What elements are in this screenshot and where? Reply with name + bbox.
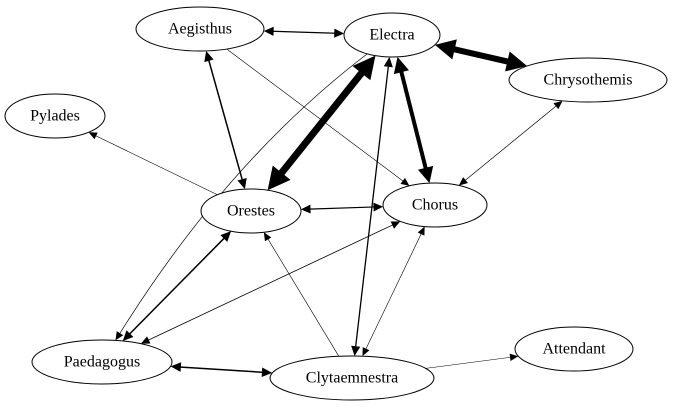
- edge-chorus-paedagogus: [140, 221, 401, 344]
- node-chorus[interactable]: Chorus: [382, 182, 488, 228]
- edge-chorus-clytaemnestra: [362, 226, 425, 357]
- edge-orestes-chorus: [300, 202, 384, 214]
- node-chrysothemis[interactable]: Chrysothemis: [508, 57, 668, 103]
- node-clytaemnestra[interactable]: Clytaemnestra: [269, 355, 435, 401]
- node-label-chrysothemis: Chrysothemis: [544, 72, 633, 89]
- node-label-paedagogus: Paedagogus: [64, 354, 140, 371]
- edge-chrysothemis-chorus: [458, 100, 563, 186]
- node-orestes[interactable]: Orestes: [200, 188, 302, 234]
- node-label-chorus: Chorus: [412, 197, 458, 214]
- node-label-electra: Electra: [369, 27, 414, 44]
- edge-electra-chrysothemis: [434, 39, 528, 72]
- node-label-clytaemnestra: Clytaemnestra: [306, 370, 398, 387]
- node-attendant[interactable]: Attendant: [514, 326, 634, 372]
- edge-clytaemnestra-attendant: [425, 353, 519, 369]
- node-label-aegisthus: Aegisthus: [168, 21, 232, 38]
- edge-aegisthus-orestes: [204, 50, 247, 190]
- edge-orestes-paedagogus: [122, 231, 232, 341]
- node-label-orestes: Orestes: [227, 203, 275, 220]
- edge-aegisthus-electra: [263, 26, 345, 38]
- edge-aegisthus-chorus: [226, 48, 410, 186]
- edge-clytaemnestra-orestes: [263, 232, 340, 357]
- node-electra[interactable]: Electra: [343, 12, 441, 58]
- node-aegisthus[interactable]: Aegisthus: [135, 6, 265, 52]
- edges-layer: [88, 26, 563, 378]
- node-label-attendant: Attendant: [542, 341, 606, 358]
- nodes-layer: Aegisthus Electra Chrysothemis Pylades O…: [4, 6, 668, 401]
- node-paedagogus[interactable]: Paedagogus: [31, 339, 173, 385]
- edge-electra-orestes: [267, 55, 376, 191]
- edge-electra-paedagogus: [115, 53, 368, 341]
- node-pylades[interactable]: Pylades: [4, 93, 106, 139]
- edge-orestes-pylades: [88, 132, 218, 195]
- edge-electra-clytaemnestra: [351, 56, 393, 357]
- node-label-pylades: Pylades: [30, 108, 80, 125]
- edge-paedagogus-clytaemnestra: [170, 362, 273, 378]
- edge-electra-chorus: [393, 56, 434, 184]
